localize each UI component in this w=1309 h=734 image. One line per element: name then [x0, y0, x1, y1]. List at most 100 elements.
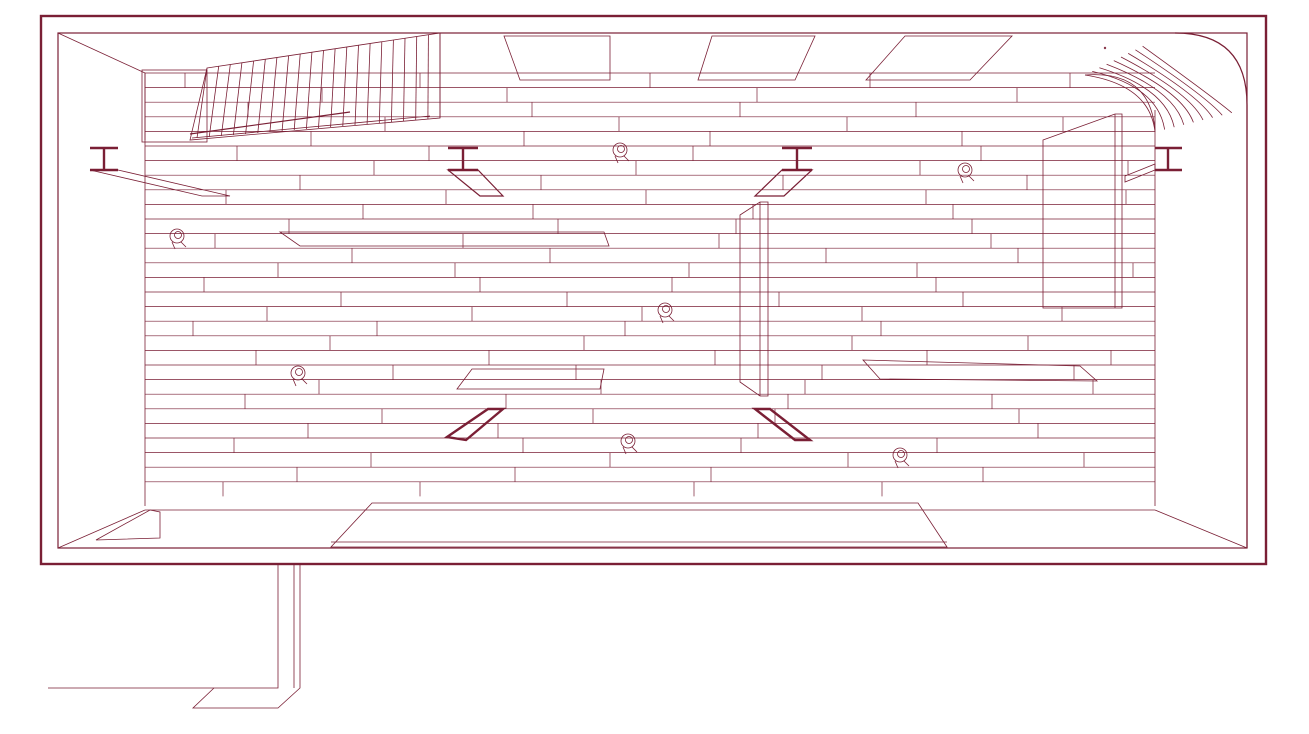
i-beam-right	[1124, 146, 1182, 183]
figure-body	[892, 447, 908, 463]
stair-tread	[233, 62, 243, 136]
panel-long-top	[278, 231, 610, 247]
stair-stringer	[191, 115, 431, 139]
figure-head	[295, 368, 303, 376]
stair-tread	[378, 41, 383, 124]
wood-plank-floor	[144, 72, 1156, 506]
stair-tread	[342, 46, 348, 127]
person-figure	[657, 302, 675, 324]
figure-head	[174, 231, 182, 239]
skylight-2	[697, 35, 816, 81]
wall-corner-bottom-right	[1154, 509, 1248, 549]
figure-leg	[292, 378, 297, 387]
stair-tread	[257, 59, 266, 134]
stair-tread	[269, 57, 278, 133]
panel-right	[862, 359, 1099, 382]
figure-leg	[668, 315, 675, 322]
stair-tread	[306, 52, 313, 130]
wall-corner-bottom-left	[57, 509, 146, 549]
figure-body	[657, 302, 673, 318]
stair-tread	[415, 36, 418, 121]
i-beam-center-left	[446, 146, 505, 197]
i-beam-lower-right	[751, 407, 814, 442]
figure-leg	[894, 460, 899, 469]
i-beam-lower-left	[443, 407, 507, 442]
figure-head	[897, 450, 905, 458]
partition-center	[739, 201, 769, 397]
curved-slat	[1120, 56, 1204, 121]
person-figure	[612, 142, 630, 164]
figure-leg	[968, 175, 975, 182]
figure-leg	[903, 460, 910, 467]
curved-slat	[1084, 74, 1156, 133]
i-beam-left	[89, 146, 231, 197]
stair-tread	[293, 53, 301, 131]
figure-head	[625, 436, 633, 444]
partition-right	[1042, 113, 1123, 309]
curved-corner-wall	[1084, 32, 1248, 548]
figure-leg	[623, 155, 630, 162]
person-figure	[957, 162, 975, 184]
stair-tread	[354, 45, 359, 126]
stair-tread	[427, 34, 429, 120]
people-figures	[169, 46, 1107, 469]
figure-head	[662, 305, 670, 313]
stair-landing	[141, 69, 208, 143]
staircase	[141, 32, 441, 143]
stair-tread	[245, 60, 254, 135]
figure-leg	[659, 315, 664, 324]
stair-handrail	[189, 111, 351, 135]
figure-body	[169, 228, 185, 244]
speck	[1103, 46, 1107, 50]
figure-leg	[171, 241, 176, 250]
person-figure	[620, 433, 638, 455]
entrance-passage	[48, 564, 301, 709]
stair-tread	[403, 38, 406, 122]
floating-panels	[278, 231, 1099, 390]
person-figure	[892, 447, 910, 469]
figure-leg	[622, 446, 627, 455]
figure-head	[962, 165, 970, 173]
stair-tread	[391, 39, 394, 123]
skylight-3	[865, 35, 1013, 81]
room-walls	[57, 32, 1248, 549]
curved-slat	[1113, 60, 1194, 123]
figure-body	[290, 365, 306, 381]
figure-leg	[301, 378, 308, 385]
passage-right	[192, 564, 301, 709]
plinth-bottom	[330, 502, 948, 548]
outer-frame-rect	[39, 14, 1268, 566]
bench-plinths	[330, 502, 948, 548]
figure-body	[957, 162, 973, 178]
figure-leg	[614, 155, 619, 164]
steel-i-beams	[89, 146, 1182, 442]
stair-tread	[318, 50, 324, 129]
figure-leg	[631, 446, 638, 453]
stair-tread	[208, 66, 220, 138]
skylights	[503, 35, 1013, 81]
stair-tread	[281, 55, 289, 132]
partition-walls	[739, 113, 1123, 397]
stair-tread	[366, 43, 371, 125]
i-beam-center-right	[753, 146, 814, 197]
curved-slat	[1106, 63, 1185, 125]
figure-leg	[959, 175, 964, 184]
curved-slat	[1142, 45, 1233, 114]
panel-center	[456, 368, 605, 390]
figure-body	[620, 433, 636, 449]
person-figure	[169, 228, 187, 250]
wall-corner-top-left	[57, 32, 146, 74]
figure-body	[612, 142, 628, 158]
corner-plinth	[95, 509, 161, 541]
person-figure	[290, 365, 308, 387]
curved-slat	[1135, 49, 1223, 116]
figure-head	[617, 145, 625, 153]
curved-slat	[1127, 53, 1213, 118]
skylight-1	[503, 35, 611, 81]
curved-frame-edge	[1174, 32, 1248, 548]
passage-left	[48, 564, 279, 689]
curved-wall-inner	[1084, 74, 1156, 131]
stair-tread	[196, 67, 208, 139]
beam-extrusion	[89, 169, 231, 197]
